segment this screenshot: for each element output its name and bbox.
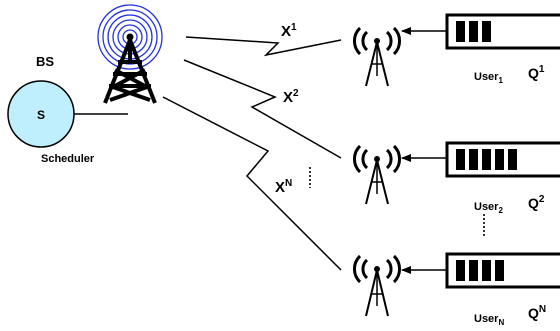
user-2-packets: [456, 149, 517, 170]
user-2-packet: [495, 149, 504, 170]
user-n: UserN QN: [353, 252, 560, 327]
user-1-name: User1: [474, 71, 503, 85]
user-n-packet: [495, 260, 504, 281]
base-station-label: BS: [36, 54, 54, 69]
link-n: [162, 96, 342, 271]
link-n-label: XN: [275, 178, 292, 196]
user-2-packet: [469, 149, 478, 170]
scheduler-node: S: [7, 80, 75, 148]
user-2-antenna-icon: [353, 144, 401, 205]
user-n-name: UserN: [474, 313, 504, 327]
base-station-tower-icon: [103, 39, 157, 104]
wireless-links: [162, 36, 342, 271]
scheduler-symbol: S: [37, 108, 45, 122]
scheduler-label: Scheduler: [41, 153, 95, 165]
user-1-queue-buffer: [445, 13, 560, 50]
user-1-packet: [482, 21, 491, 42]
user-n-packets: [456, 260, 504, 281]
link-1: [185, 36, 342, 57]
link-1-label: X1: [281, 22, 297, 40]
link-2: [183, 59, 342, 159]
user-2-queue-label: Q2: [528, 194, 545, 211]
user-2-packet: [508, 149, 517, 170]
user-n-packet: [469, 260, 478, 281]
user-1: User1 Q1: [353, 13, 560, 87]
user-1-packets: [456, 21, 491, 42]
user-2-name: User2: [474, 201, 503, 215]
user-2-packet: [456, 149, 465, 170]
user-1-antenna-icon: [353, 26, 401, 87]
user-1-packet: [456, 21, 465, 42]
user-2-packet: [482, 149, 491, 170]
base-station: BS S Scheduler: [7, 4, 163, 165]
user-n-packet: [456, 260, 465, 281]
link-2-label: X2: [283, 88, 299, 106]
user-2: User2 Q2: [353, 141, 560, 215]
user-1-queue-label: Q1: [528, 64, 545, 81]
user-n-queue-label: QN: [528, 304, 546, 321]
antenna-tip: [126, 33, 134, 41]
user-n-packet: [482, 260, 491, 281]
user-n-antenna-icon: [353, 254, 401, 317]
user-1-packet: [469, 21, 478, 42]
